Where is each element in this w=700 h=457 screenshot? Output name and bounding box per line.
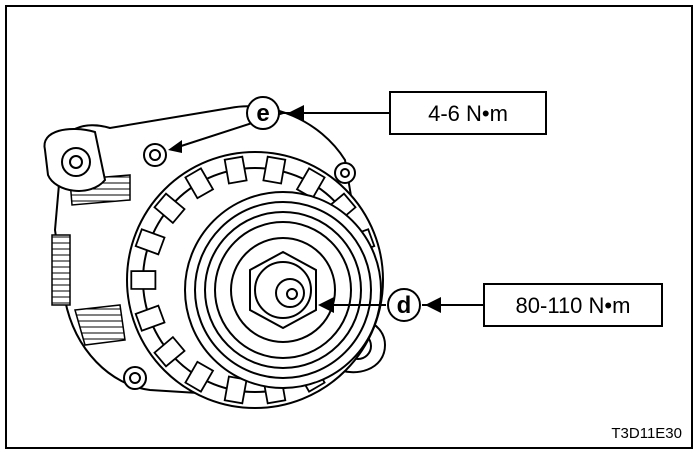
vent-slot (153, 192, 186, 225)
callout-d: d 80-110 N•m (318, 283, 663, 327)
vent-slot (262, 155, 287, 185)
callout-d-letter: d (397, 292, 412, 319)
housing-bolt-right (334, 162, 356, 184)
torque-label-e: 4-6 N•m (428, 101, 508, 126)
vent-slot (223, 375, 248, 405)
housing-bolt-top (143, 143, 167, 167)
vent-slot (130, 270, 157, 290)
pulley-nut (249, 250, 317, 330)
vent-slot (134, 228, 166, 256)
callout-e: e 4-6 N•m (168, 91, 547, 153)
torque-box-d (483, 283, 663, 327)
vent-slot (184, 167, 215, 200)
figure-code: T3D11E30 (611, 425, 682, 442)
torque-label-d: 80-110 N•m (516, 293, 631, 318)
vent-slot (153, 335, 186, 368)
vent-slot (223, 155, 248, 185)
torque-box-e (389, 91, 547, 135)
vent-slot (184, 360, 215, 393)
callout-e-letter: e (256, 100, 269, 127)
housing-bolt-bottom (123, 366, 147, 390)
mounting-ear-upper (43, 128, 107, 192)
vent-slot (134, 304, 166, 332)
